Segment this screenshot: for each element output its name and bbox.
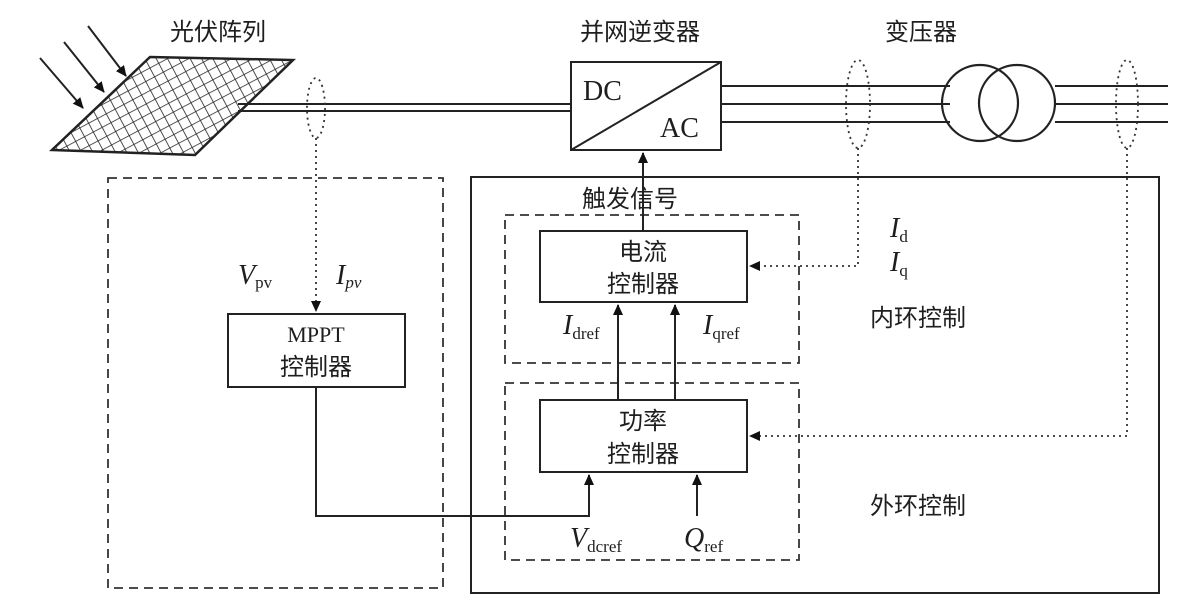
pv-array-icon — [48, 55, 297, 157]
vdcref-label: Vdcref — [570, 523, 622, 556]
pv-measurement-probe — [306, 77, 326, 139]
id-label: Id — [889, 213, 908, 246]
ipv-label: Ipv — [335, 260, 362, 292]
inner-loop-region — [504, 214, 800, 364]
sunlight-ray — [39, 57, 84, 109]
grid-feedback-line — [749, 148, 1128, 441]
qref-label: Qref — [684, 523, 723, 556]
inverter-block: DC AC — [570, 61, 722, 151]
power-controller-box — [539, 399, 748, 473]
current-feedback-line — [749, 148, 859, 271]
inverter-ac-label: AC — [660, 113, 699, 144]
inner-loop-label: 内环控制 — [870, 304, 966, 332]
inverter-output-measurement-probe — [845, 59, 871, 149]
outer-loop-region — [504, 382, 800, 561]
pv-array-label: 光伏阵列 — [170, 18, 266, 46]
transformer-label: 变压器 — [885, 18, 957, 46]
mppt-controller-line1: MPPT — [287, 322, 345, 347]
inverter-control-region — [470, 176, 1160, 594]
iqref-label: Iqref — [702, 310, 740, 343]
dc-bus — [238, 103, 571, 112]
mppt-controller-box — [227, 313, 406, 388]
transformer-icon — [940, 63, 1057, 143]
sunlight-rays — [39, 25, 127, 109]
vpv-label: Vpv — [238, 260, 273, 292]
power-controller-line2: 控制器 — [607, 440, 679, 468]
inverter-diagonal — [570, 61, 722, 151]
vdcref-line — [315, 387, 594, 517]
inverter-label: 并网逆变器 — [580, 18, 700, 46]
mppt-region — [107, 177, 444, 589]
ac-bus — [721, 85, 950, 123]
current-controller-line1: 电流 — [619, 238, 667, 266]
current-controller-line2: 控制器 — [607, 270, 679, 298]
grid-bus — [1055, 85, 1168, 123]
grid-measurement-probe — [1115, 59, 1139, 149]
iq-label: Iq — [889, 247, 908, 280]
trigger-signal-label: 触发信号 — [582, 185, 678, 213]
idref-label: Idref — [562, 310, 600, 343]
outer-loop-label: 外环控制 — [870, 492, 966, 520]
mppt-controller-line2: 控制器 — [280, 353, 352, 381]
sunlight-ray — [87, 25, 127, 77]
current-controller-box — [539, 230, 748, 303]
power-controller-line1: 功率 — [619, 407, 667, 435]
inverter-dc-label: DC — [583, 76, 622, 107]
sunlight-ray — [63, 41, 105, 93]
